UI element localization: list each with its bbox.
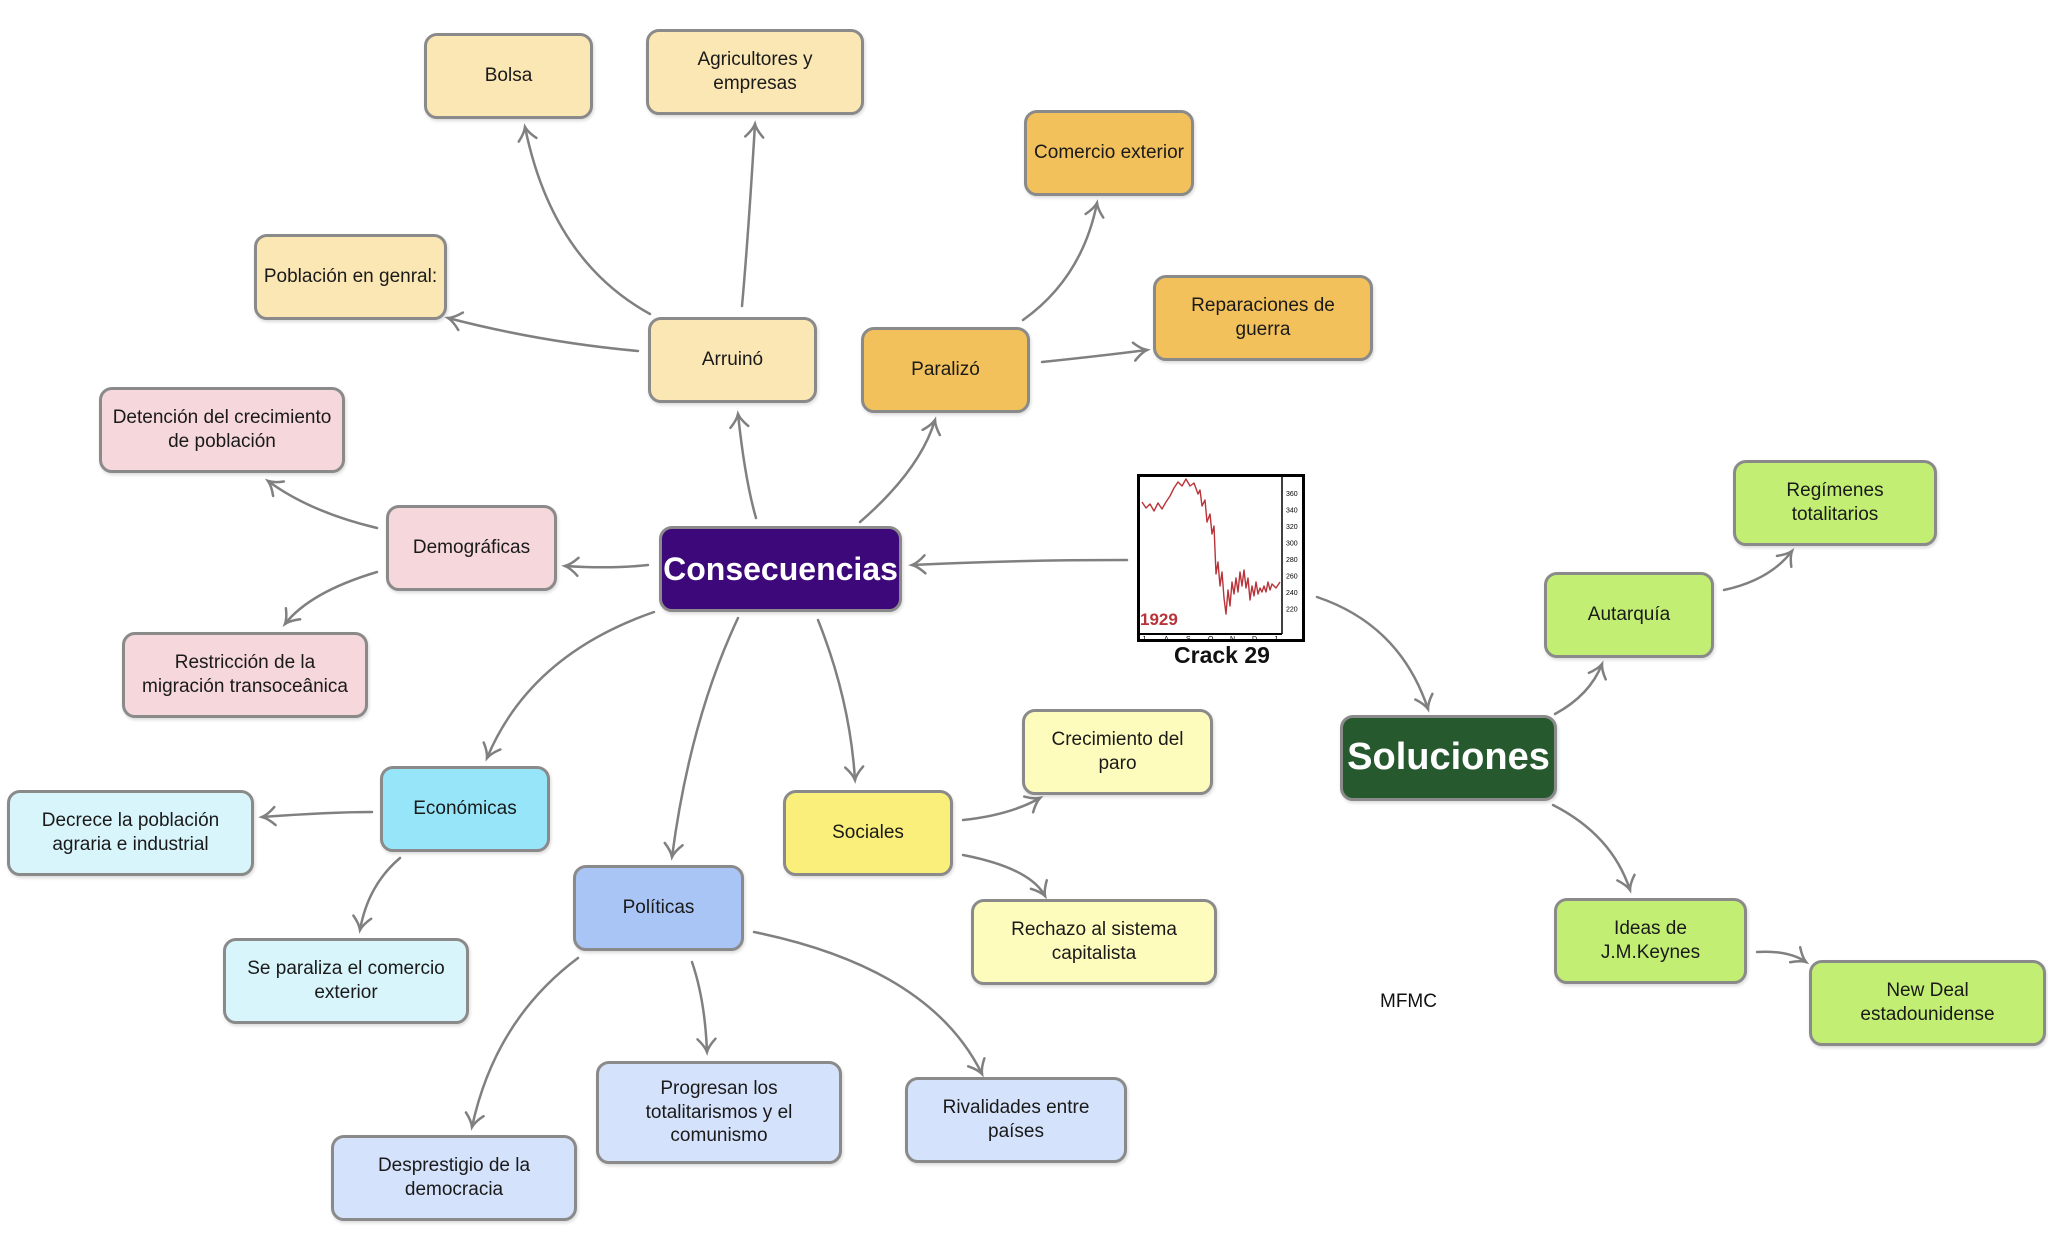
progresan-label: Progresan los totalitarismos y el comuni… [645, 1077, 793, 1147]
crack-x-tick: O [1208, 636, 1214, 643]
edge-consecuencias-demograficas [561, 556, 650, 578]
restriccion-label: Restricción de la migración transoceânic… [142, 652, 348, 697]
edge-politicas-rivalidades [752, 930, 986, 1078]
edge-arruino-bolsa [517, 123, 652, 316]
crecimiento-paro-node[interactable]: Crecimiento del paro [1022, 709, 1213, 795]
edge-consecuencias-sociales [816, 618, 865, 784]
edge-sociales-rechazo [961, 853, 1049, 900]
restriccion-node[interactable]: Restricción de la migración transoceânic… [122, 632, 368, 718]
progresan-node[interactable]: Progresan los totalitarismos y el comuni… [596, 1061, 842, 1164]
crack-x-tick: J [1274, 636, 1278, 643]
crack-y-tick: 300 [1286, 541, 1298, 548]
edge-crack-consecuencias [908, 554, 1129, 575]
crack-x-tick: A [1164, 636, 1169, 643]
crack-x-tick: N [1230, 636, 1235, 643]
crack-y-tick: 340 [1286, 508, 1298, 515]
politicas-node[interactable]: Políticas [573, 865, 744, 951]
comercio-exterior-label: Comercio exterior [1034, 142, 1184, 164]
poblacion-label: Población en genral: [263, 266, 438, 288]
bolsa-node[interactable]: Bolsa [424, 33, 593, 119]
poblacion-node[interactable]: Población en genral: [254, 234, 447, 320]
crack-y-tick: 360 [1286, 491, 1298, 498]
paralizo-label: Paralizó [911, 359, 980, 381]
consecuencias-node[interactable]: Consecuencias [659, 526, 902, 612]
crack-price-line [1141, 478, 1281, 615]
agricultores-node[interactable]: Agricultores y empresas [646, 29, 864, 115]
demograficas-node[interactable]: Demográficas [386, 505, 557, 591]
edge-consecuencias-economicas [482, 610, 656, 762]
rivalidades-label: Rivalidades entre países [942, 1097, 1090, 1142]
comercio-exterior-node[interactable]: Comercio exterior [1024, 110, 1194, 196]
crack-y-tick: 240 [1286, 590, 1298, 597]
edge-politicas-progresan [690, 960, 717, 1056]
autarquia-node[interactable]: Autarquía [1544, 572, 1714, 658]
decrece-node[interactable]: Decrece la población agraria e industria… [7, 790, 254, 876]
edge-autarquia-regimenes [1722, 547, 1795, 592]
edge-demograficas-detencion [264, 478, 379, 530]
decrece-label: Decrece la población agraria e industria… [41, 810, 220, 855]
reparaciones-label: Reparaciones de guerra [1191, 295, 1335, 340]
keynes-node[interactable]: Ideas de J.M.Keynes [1554, 898, 1747, 984]
demograficas-label: Demográficas [412, 537, 531, 559]
edge-consecuencias-arruino [729, 410, 758, 520]
edge-soluciones-autarquia [1553, 660, 1607, 716]
paraliza-comercio-node[interactable]: Se paraliza el comercio exterior [223, 938, 469, 1024]
edge-consecuencias-politicas [663, 616, 740, 861]
signature-text: MFMC [1380, 991, 1437, 1012]
detencion-node[interactable]: Detención del crecimiento de población [99, 387, 345, 473]
edge-sociales-crecimiento [961, 795, 1044, 822]
regimenes-label: Regímenes totalitarios [1786, 480, 1884, 525]
politicas-label: Políticas [622, 897, 695, 919]
arruino-node[interactable]: Arruinó [648, 317, 817, 403]
crack-y-tick: 260 [1286, 574, 1298, 581]
crack-y-tick: 320 [1286, 524, 1298, 531]
reparaciones-node[interactable]: Reparaciones de guerra [1153, 275, 1373, 361]
rechazo-node[interactable]: Rechazo al sistema capitalista [971, 899, 1217, 985]
detencion-label: Detención del crecimiento de población [112, 407, 332, 452]
autarquia-label: Autarquía [1587, 604, 1671, 626]
crack-29-caption: Crack 29 [1174, 642, 1270, 668]
regimenes-node[interactable]: Regímenes totalitarios [1733, 460, 1937, 546]
edge-arruino-poblacion [444, 311, 640, 353]
crack-x-tick: J [1142, 636, 1146, 643]
rechazo-label: Rechazo al sistema capitalista [1011, 919, 1177, 964]
edge-crack-soluciones [1315, 595, 1434, 713]
crack-y-tick: 220 [1286, 607, 1298, 614]
desprestigio-label: Desprestigio de la democracia [377, 1155, 531, 1200]
edge-consecuencias-paralizo [858, 416, 942, 524]
edge-arruino-agricultores [740, 120, 765, 308]
new-deal-label: New Deal estadounidense [1860, 980, 1995, 1025]
bolsa-label: Bolsa [484, 65, 533, 87]
sociales-node[interactable]: Sociales [783, 790, 953, 876]
consecuencias-label: Consecuencias [663, 551, 898, 587]
soluciones-node[interactable]: Soluciones [1340, 715, 1557, 801]
economicas-node[interactable]: Económicas [380, 766, 550, 852]
new-deal-node[interactable]: New Deal estadounidense [1809, 960, 2046, 1046]
paralizo-node[interactable]: Paralizó [861, 327, 1030, 413]
crack-x-tick: D [1252, 636, 1257, 643]
edge-economicas-decrece [258, 805, 374, 827]
crack-x-tick: S [1186, 636, 1191, 643]
desprestigio-node[interactable]: Desprestigio de la democracia [331, 1135, 577, 1221]
crecimiento-paro-label: Crecimiento del paro [1051, 729, 1184, 774]
crack-29-image[interactable]: 360 340 320 300 280 260 240 220 J A S O N D J 1929 [1137, 474, 1305, 643]
edge-keynes-newdeal [1755, 946, 1810, 965]
soluciones-label: Soluciones [1347, 736, 1550, 779]
rivalidades-node[interactable]: Rivalidades entre países [905, 1077, 1127, 1163]
edge-paralizo-comercio [1021, 199, 1105, 322]
keynes-label: Ideas de J.M.Keynes [1600, 918, 1701, 963]
edge-politicas-desprestigio [464, 956, 580, 1131]
economicas-label: Económicas [413, 798, 517, 820]
edge-paralizo-reparaciones [1040, 341, 1151, 364]
arruino-label: Arruinó [701, 349, 764, 371]
edge-economicas-paraliza [352, 856, 402, 934]
crack-y-tick: 280 [1286, 557, 1298, 564]
sociales-label: Sociales [832, 822, 904, 844]
edge-soluciones-keynes [1551, 803, 1636, 894]
crack-year-label: 1929 [1140, 610, 1178, 629]
paraliza-comercio-label: Se paraliza el comercio exterior [247, 958, 445, 1003]
agricultores-label: Agricultores y empresas [697, 49, 813, 94]
edge-demograficas-restriccion [282, 570, 379, 628]
